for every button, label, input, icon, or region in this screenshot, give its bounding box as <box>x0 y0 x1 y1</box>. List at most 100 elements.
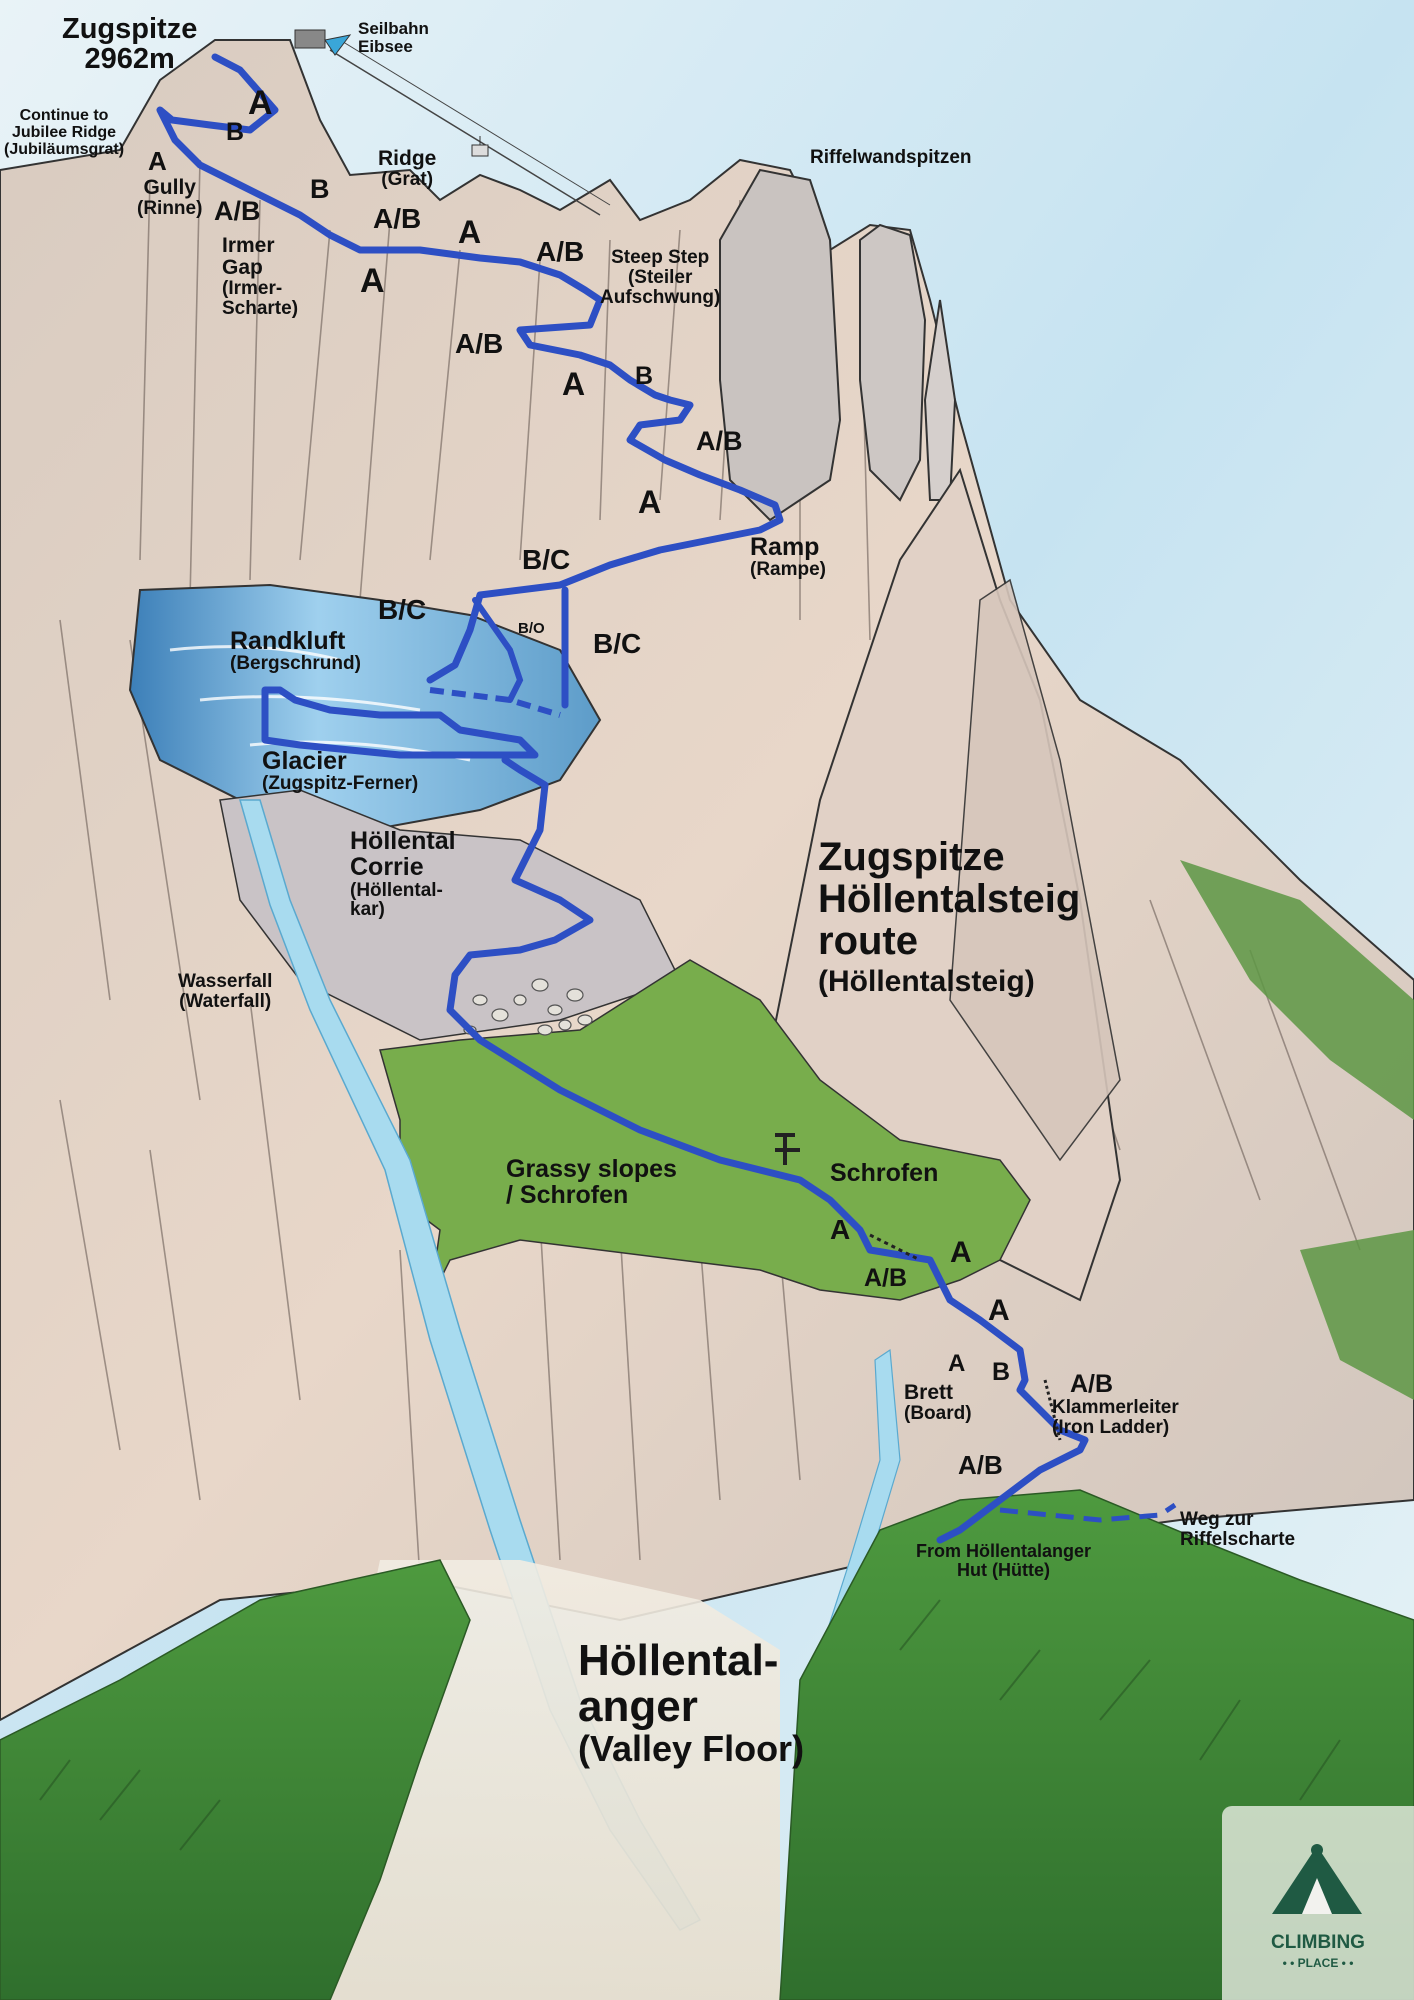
schrofen-label: Schrofen <box>830 1159 939 1187</box>
grade-marker: B <box>635 362 654 390</box>
glacier-label: Glacier (Zugspitz-Ferner) <box>262 748 418 794</box>
climbing-place-logo: CLIMBING • • PLACE • • <box>1222 1806 1414 2000</box>
grade-marker: A <box>248 84 273 122</box>
t-marker-icon <box>775 1133 800 1165</box>
steep-step-sub-2: Aufschwung) <box>600 286 721 308</box>
ramp-main: Ramp <box>750 533 820 561</box>
glacier-main: Glacier <box>262 747 347 775</box>
grade-marker: A/B <box>373 203 422 234</box>
weg-line-2: Riffelscharte <box>1180 1528 1296 1550</box>
grassy-line-1: Grassy slopes <box>506 1155 677 1183</box>
grade-marker: A <box>148 146 167 176</box>
route-dashed-riffelscharte <box>999 1502 1177 1523</box>
hut-line-2: Hut (Hütte) <box>957 1559 1050 1580</box>
jubilee-label: Continue to Jubilee Ridge (Jubiläumsgrat… <box>4 107 125 158</box>
steep-step-sub-1: (Steiler <box>627 266 693 288</box>
grade-marker: A <box>948 1350 966 1377</box>
grade-marker: A/B <box>864 1264 908 1292</box>
grade-marker: B/C <box>378 594 427 625</box>
corrie-sub-2: kar) <box>350 899 385 921</box>
grade-marker: A/B <box>696 426 743 456</box>
grade-marker: B <box>310 174 330 204</box>
grade-marker: A <box>458 214 482 250</box>
waterfall-line-2: (Waterfall) <box>179 990 272 1012</box>
route-title-sub: (Höllentalsteig) <box>818 965 1035 998</box>
grade-marker: A/B <box>455 328 504 359</box>
grade-marker: A <box>950 1236 972 1269</box>
summit-label: Zugspitze 2962m <box>62 14 197 75</box>
hut-line-1: From Höllentalanger <box>916 1541 1092 1561</box>
forest-left <box>0 1559 471 2000</box>
irmer-sub-1: (Irmer- <box>222 278 283 300</box>
gully-sub: (Rinne) <box>137 198 203 220</box>
route-title-line-1: Zugspitze <box>818 835 1005 879</box>
corrie-sub-1: (Höllental- <box>350 879 443 901</box>
seilbahn-line-1: Seilbahn <box>358 19 429 38</box>
grade-marker: A/B <box>958 1450 1003 1480</box>
grade-marker: A/B <box>536 236 585 267</box>
waterfall-label: Wasserfall (Waterfall) <box>178 972 272 1012</box>
route-title: Zugspitze Höllentalsteig route (Höllenta… <box>818 836 1080 998</box>
corrie-main-1: Höllental <box>350 827 456 855</box>
glacier-sub: (Zugspitz-Ferner) <box>262 773 419 795</box>
route-title-line-2: Höllentalsteig <box>818 877 1081 921</box>
logo-figure-icon <box>1272 1844 1362 1914</box>
ramp-sub: (Rampe) <box>750 559 827 581</box>
route-line <box>156 53 784 684</box>
randkluft-sub: (Bergschrund) <box>230 653 361 675</box>
valley-main-1: Höllental- <box>578 1636 779 1685</box>
brett-sub: (Board) <box>904 1403 972 1425</box>
riffelwandspitzen-peaks <box>719 168 842 522</box>
gondola-icon <box>471 136 489 157</box>
weg-line-1: Weg zur <box>1180 1509 1254 1530</box>
logo-line-1: CLIMBING <box>1271 1932 1365 1953</box>
randkluft-main: Randkluft <box>230 627 346 655</box>
irmer-sub-2: Scharte) <box>222 298 299 320</box>
corrie-label: Höllental Corrie (Höllental- kar) <box>350 828 456 920</box>
grade-marker: A <box>638 484 662 520</box>
hut-label: From Höllentalanger Hut (Hütte) <box>916 1542 1091 1580</box>
jubilee-line-3: (Jubiläumsgrat) <box>4 140 125 158</box>
forest-texture <box>39 1599 1341 1851</box>
grade-marker: B/C <box>593 628 642 659</box>
brett-label: Brett (Board) <box>904 1381 972 1425</box>
waterfall-line-1: Wasserfall <box>178 971 273 992</box>
ridge-label: Ridge (Grat) <box>378 147 437 191</box>
ridge-main: Ridge <box>378 147 437 170</box>
grassy-line-2: / Schrofen <box>506 1181 629 1210</box>
seilbahn-line-2: Eibsee <box>358 36 413 56</box>
jubilee-line-1: Continue to <box>19 107 109 124</box>
klammerleiter-label: Klammerleiter (Iron Ladder) <box>1052 1398 1179 1438</box>
grade-marker: A <box>562 366 586 402</box>
irmer-main-1: Irmer <box>222 234 275 257</box>
grade-marker: A <box>988 1294 1010 1327</box>
corrie-main-2: Corrie <box>350 853 424 882</box>
cable-car-wire <box>329 49 601 216</box>
summit-name: Zugspitze <box>62 13 198 45</box>
steep-step-label: Steep Step (Steiler Aufschwung) <box>600 248 720 308</box>
ramp-label: Ramp (Rampe) <box>750 534 826 580</box>
grade-marker: A <box>360 262 385 300</box>
grade-marker: B/C <box>522 544 571 575</box>
route-title-line-3: route <box>818 919 918 963</box>
ridge-sub: (Grat) <box>381 169 434 191</box>
grade-marker: B <box>226 118 245 146</box>
grassy-label: Grassy slopes / Schrofen <box>506 1156 677 1209</box>
grade-marker: A/B <box>1070 1370 1114 1398</box>
randkluft-label: Randkluft (Bergschrund) <box>230 628 361 674</box>
weg-label: Weg zur Riffelscharte <box>1180 1510 1295 1550</box>
iron-ladder-marks <box>1043 1379 1062 1441</box>
klammerleiter-line-1: Klammerleiter <box>1052 1397 1179 1418</box>
klammerleiter-line-2: (Iron Ladder) <box>1052 1416 1170 1438</box>
jubilee-line-2: Jubilee Ridge <box>11 123 117 141</box>
irmer-label: Irmer Gap (Irmer- Scharte) <box>222 234 299 320</box>
gully-main: Gully <box>143 176 196 199</box>
valley-sub: (Valley Floor) <box>578 1728 805 1770</box>
valley-label: Höllental- anger (Valley Floor) <box>578 1636 805 1770</box>
seilbahn-label: Seilbahn Eibsee <box>358 20 429 56</box>
right-green-slope <box>1180 860 1414 1120</box>
summit-elevation: 2962m <box>84 43 175 76</box>
gully-label: Gully (Rinne) <box>137 176 203 220</box>
grade-marker: A <box>830 1214 851 1245</box>
